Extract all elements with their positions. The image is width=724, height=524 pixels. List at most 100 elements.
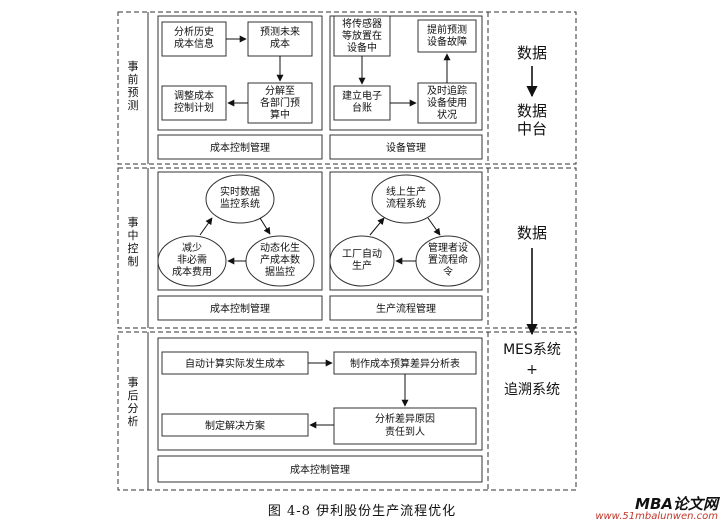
pre_a-line: 成本信息 <box>174 37 214 50</box>
arrow-mid-r3-r1 <box>369 217 385 236</box>
mid_l2-line: 据监控 <box>265 265 295 278</box>
mid-right-footer: 生产流程管理 <box>376 302 436 315</box>
mid_r2-line: 管理者设 <box>428 241 468 254</box>
pre-box-ledger <box>333 85 391 121</box>
mid-left-footer: 成本控制管理 <box>210 302 270 315</box>
ph1-line: 中 <box>128 229 139 242</box>
right-label-trace: 追溯系统 <box>504 382 560 398</box>
pre_g-line: 状况 <box>437 108 457 121</box>
mid_l3-line: 成本费用 <box>172 265 212 278</box>
mid-left-group <box>157 171 323 291</box>
pre_g-line: 设备使用 <box>427 96 467 109</box>
mid_r3-line: 生产 <box>352 259 372 272</box>
right-label-data-center: 数据中台 <box>517 102 547 138</box>
post-box-analyze-cause-text: 分析差异原因责任到人 <box>375 412 435 438</box>
mid-circle-auto <box>329 235 395 287</box>
right-label-plus: + <box>526 362 538 378</box>
flow-diagram: 事前预测 事中控制 事后分析 成本控制管理 分析历史成本信息 预测未来成本 分解… <box>117 11 577 491</box>
phase-mid-frame <box>117 167 577 329</box>
mid_r3-line: 工厂自动 <box>342 247 382 260</box>
mid_l3-line: 非必需 <box>177 253 207 266</box>
arrow-mid-l1-l2 <box>259 217 271 235</box>
pre-box-track-usage <box>417 82 477 124</box>
ph2-line: 事 <box>128 376 139 389</box>
pre_h-line: 台账 <box>352 101 372 114</box>
pre_e-line: 等放置在 <box>342 29 382 42</box>
mid_r1-line: 流程系统 <box>386 197 426 210</box>
pre_g-line: 及时追踪 <box>427 84 467 97</box>
pre-left-footer-box <box>157 134 323 160</box>
mid-circle-manager-text: 管理者设置流程命令 <box>428 241 468 278</box>
right-label-data-1: 数据 <box>517 44 547 62</box>
mid-circle-reduce-text: 减少非必需成本费用 <box>172 242 212 278</box>
post-box-variance-text: 制作成本预算差异分析表 <box>350 357 460 370</box>
pre-box-allocate-text: 分解至各部门预算中 <box>260 84 300 121</box>
pre-left-footer: 成本控制管理 <box>210 141 270 154</box>
post_b-line: 制作成本预算差异分析表 <box>350 357 460 370</box>
ph2-line: 分 <box>128 402 139 415</box>
pre_f-line: 提前预测 <box>427 23 467 36</box>
mid_l2-line: 动态化生 <box>260 241 300 254</box>
pre_e-line: 设备中 <box>347 41 377 54</box>
mid_l1-line: 监控系统 <box>220 197 260 210</box>
mid_r2-line: 置流程命 <box>428 253 468 266</box>
mid-circle-dynamic-text: 动态化生产成本数据监控 <box>260 241 300 278</box>
ph1-line: 制 <box>128 255 139 268</box>
ph2-line: 析 <box>128 414 139 428</box>
post_d-line: 制定解决方案 <box>205 419 265 432</box>
figure-caption: 图 4-8 伊利股份生产流程优化 <box>267 504 457 519</box>
pre-box-analyze-history-text: 分析历史成本信息 <box>174 25 214 50</box>
mid-right-footer-box <box>329 295 483 321</box>
pre_e-line: 将传感器 <box>342 17 382 30</box>
pre-box-track-usage-text: 及时追踪设备使用状况 <box>427 84 467 121</box>
pre_f-line: 设备故障 <box>427 35 467 48</box>
pre-right-group <box>329 15 483 131</box>
ph1-line: 控 <box>128 241 139 255</box>
phase-post-frame <box>117 331 577 491</box>
phase-label-post: 事后分析 <box>128 376 139 428</box>
rp_center-line: 数据 <box>517 102 547 120</box>
pre-box-adjust-plan <box>161 85 227 121</box>
mid-circle-realtime <box>205 174 275 224</box>
pre_d-line: 控制计划 <box>174 101 214 114</box>
pre-box-ledger-text: 建立电子台账 <box>342 89 382 114</box>
post-box-calc-actual-text: 自动计算实际发生成本 <box>185 357 285 370</box>
arrow-mid-l3-l1 <box>199 217 213 236</box>
pre_a-line: 分析历史 <box>174 25 214 38</box>
ph0-line: 事 <box>128 60 139 73</box>
post_a-line: 自动计算实际发生成本 <box>185 357 285 370</box>
phase-label-mid: 事中控制 <box>128 216 139 268</box>
ph1-line: 事 <box>128 216 139 229</box>
post-box-solution <box>161 413 309 437</box>
watermark-url: www.51mbalunwen.com <box>595 511 718 522</box>
mid-circle-realtime-text: 实时数据监控系统 <box>220 185 260 210</box>
pre_c-line: 分解至 <box>265 84 295 97</box>
ph0-line: 前 <box>128 72 139 86</box>
pre_b-line: 成本 <box>270 37 290 50</box>
right-label-mes: MES系统 <box>503 342 561 358</box>
mid-circle-auto-text: 工厂自动生产 <box>342 247 382 272</box>
mid_l3-line: 减少 <box>182 242 202 254</box>
pre_c-line: 算中 <box>270 108 290 121</box>
ph0-line: 测 <box>128 99 139 112</box>
pre-right-footer-box <box>329 134 483 160</box>
ph2-line: 后 <box>128 389 139 402</box>
pre-box-adjust-plan-text: 调整成本控制计划 <box>174 89 214 114</box>
mid_l1-line: 实时数据 <box>220 185 260 198</box>
post-footer: 成本控制管理 <box>290 463 350 476</box>
right-label-data-2: 数据 <box>517 224 547 242</box>
mid-right-group <box>329 171 483 291</box>
phase-pre-frame <box>117 11 577 165</box>
mid-circle-online-text: 线上生产流程系统 <box>386 185 426 210</box>
pre-box-allocate <box>247 82 313 124</box>
mid_r2-line: 令 <box>443 265 453 278</box>
pre-box-forecast-cost-text: 预测未来成本 <box>260 25 300 50</box>
pre-right-footer: 设备管理 <box>386 141 426 154</box>
post_c-line: 分析差异原因 <box>375 412 435 425</box>
pre-box-sensors-text: 将传感器等放置在设备中 <box>342 17 382 54</box>
post_c-line: 责任到人 <box>385 425 425 438</box>
pre-box-forecast-cost <box>247 21 313 57</box>
pre_d-line: 调整成本 <box>174 89 214 102</box>
pre_b-line: 预测未来 <box>260 25 300 38</box>
pre-left-group <box>157 15 323 131</box>
